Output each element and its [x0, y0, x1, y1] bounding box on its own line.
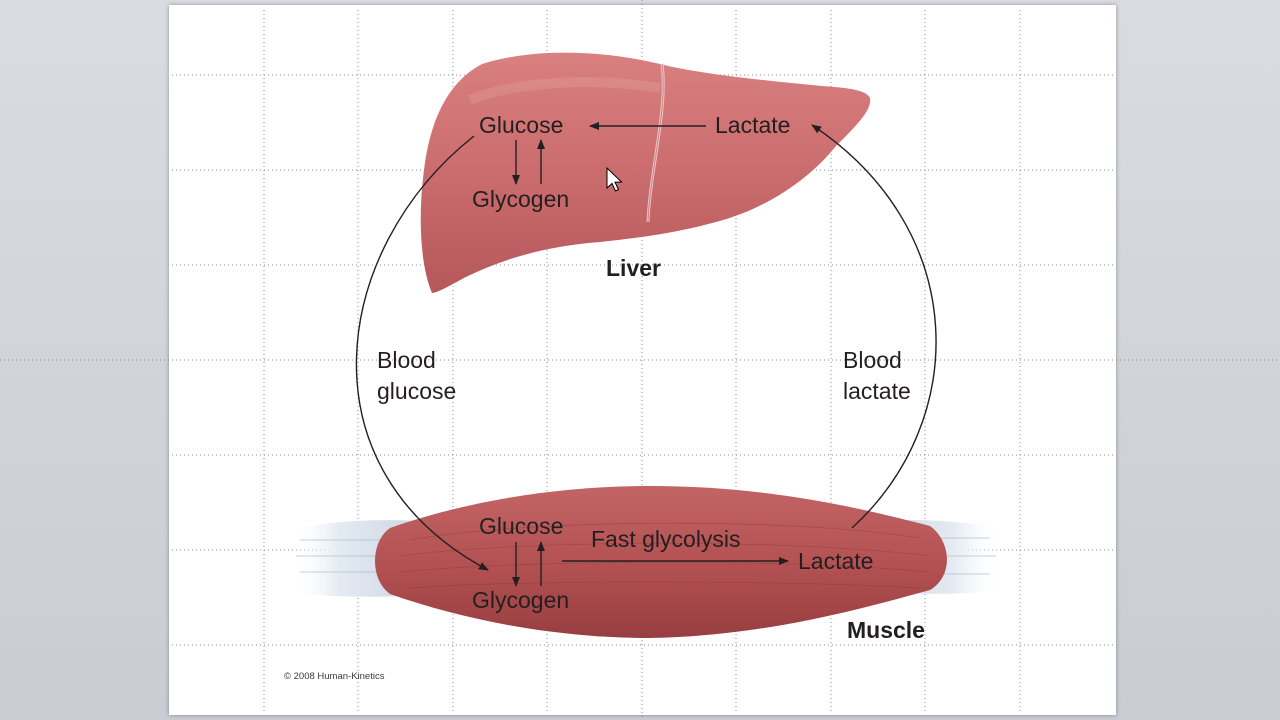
- blood-glucose-label-line1: Blood: [377, 347, 436, 373]
- liver-glycogen-label: Glycogen: [472, 186, 569, 212]
- fast-glycolysis-label: Fast glycolysis: [591, 526, 741, 552]
- liver-illustration: [420, 52, 871, 294]
- blood-glucose-label-line2: glucose: [377, 378, 456, 404]
- muscle-illustration: [290, 486, 1000, 638]
- blood-lactate-label-line2: lactate: [843, 378, 911, 404]
- muscle-glycogen-label: Glycogen: [472, 587, 569, 613]
- copyright-label: © 2008 Human-Kinetics: [284, 671, 385, 682]
- blood-glucose-arc: [355, 135, 489, 571]
- liver-name-label: Liver: [606, 255, 661, 281]
- liver-glucose-label: Glucose: [479, 112, 563, 138]
- muscle-glucose-label: Glucose: [479, 513, 563, 539]
- blood-lactate-label-line1: Blood: [843, 347, 902, 373]
- muscle-name-label: Muscle: [847, 617, 925, 643]
- blood-lactate-arc: [811, 124, 937, 529]
- arrows: [355, 122, 937, 587]
- liver-lactate-label: Lactate: [715, 112, 790, 138]
- mouse-cursor-icon: [606, 166, 623, 192]
- muscle-lactate-label: Lactate: [798, 548, 873, 574]
